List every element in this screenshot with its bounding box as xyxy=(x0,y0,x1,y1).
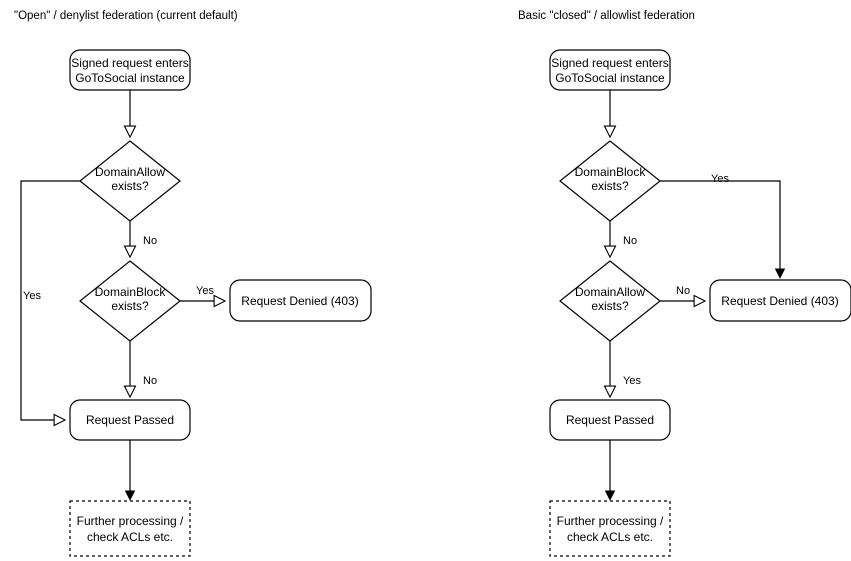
edge-label-domainblock-no-right: No xyxy=(623,235,637,247)
start-node-label-line1-left: Signed request enters xyxy=(71,56,188,70)
domainallow-label-line1-right: DomainAllow xyxy=(575,285,645,299)
edge-label-domainallow-yes-left: Yes xyxy=(23,290,41,302)
further-processing-shape-left xyxy=(69,500,191,557)
domainblock-label-line1-left: DomainBlock xyxy=(95,285,167,299)
edge-label-domainblock-yes-left: Yes xyxy=(196,285,214,297)
diagram-open-denylist: "Open" / denylist federation (current de… xyxy=(14,10,372,557)
edge-label-domainblock-yes-right: Yes xyxy=(711,173,729,185)
node-domainblock-decision-right[interactable]: DomainBlock exists? xyxy=(559,140,661,222)
request-passed-label-left: Request Passed xyxy=(86,413,174,427)
node-request-passed-right[interactable]: Request Passed xyxy=(549,399,671,441)
domainallow-label-line2-left: exists? xyxy=(111,179,149,193)
diagram-title-closed-allowlist: Basic "closed" / allowlist federation xyxy=(518,10,695,22)
edge-domainblock-yes-to-denied-right xyxy=(660,180,780,277)
node-request-denied-right[interactable]: Request Denied (403) xyxy=(709,279,851,322)
node-further-processing-left[interactable]: Further processing / check ACLs etc. xyxy=(69,500,191,557)
further-processing-label-line1-left: Further processing / xyxy=(77,514,184,528)
start-node-label-line1-right: Signed request enters xyxy=(551,56,668,70)
node-domainallow-decision-left[interactable]: DomainAllow exists? xyxy=(79,140,181,222)
node-further-processing-right[interactable]: Further processing / check ACLs etc. xyxy=(549,500,671,557)
request-denied-shape-right xyxy=(709,279,851,322)
domainblock-label-line1-right: DomainBlock xyxy=(575,165,647,179)
request-passed-label-right: Request Passed xyxy=(566,413,654,427)
node-signed-request-start-right[interactable]: Signed request enters GoToSocial instanc… xyxy=(549,49,671,91)
further-processing-shape-right xyxy=(549,500,671,557)
edge-label-domainallow-yes-right: Yes xyxy=(623,375,641,387)
domainallow-label-line1-left: DomainAllow xyxy=(95,165,165,179)
start-node-label-line2-right: GoToSocial instance xyxy=(555,71,665,85)
domainblock-label-line2-left: exists? xyxy=(111,299,149,313)
node-domainallow-decision-right[interactable]: DomainAllow exists? xyxy=(559,260,661,342)
domainallow-label-line2-right: exists? xyxy=(591,299,629,313)
node-request-passed-left[interactable]: Request Passed xyxy=(69,399,191,441)
node-request-denied-left[interactable]: Request Denied (403) xyxy=(229,279,372,322)
further-processing-label-line2-right: check ACLs etc. xyxy=(567,530,653,544)
node-domainblock-decision-left[interactable]: DomainBlock exists? xyxy=(79,260,181,342)
further-processing-label-line1-right: Further processing / xyxy=(557,514,664,528)
node-signed-request-start-left[interactable]: Signed request enters GoToSocial instanc… xyxy=(69,49,191,91)
edge-label-domainallow-no-left: No xyxy=(143,235,157,247)
edge-label-domainallow-no-right: No xyxy=(676,285,690,297)
domainblock-label-line2-right: exists? xyxy=(591,179,629,193)
diagram-title-open-denylist: "Open" / denylist federation (current de… xyxy=(14,10,238,22)
start-node-label-line2-left: GoToSocial instance xyxy=(75,71,185,85)
request-denied-shape-left xyxy=(229,279,372,322)
edge-domainallow-yes-to-passed-left xyxy=(20,180,80,420)
request-denied-label-left: Request Denied (403) xyxy=(241,294,358,308)
diagram-closed-allowlist: Basic "closed" / allowlist federation Si… xyxy=(518,10,851,557)
further-processing-label-line2-left: check ACLs etc. xyxy=(87,530,173,544)
request-denied-label-right: Request Denied (403) xyxy=(721,294,838,308)
edge-label-domainblock-no-left: No xyxy=(143,375,157,387)
